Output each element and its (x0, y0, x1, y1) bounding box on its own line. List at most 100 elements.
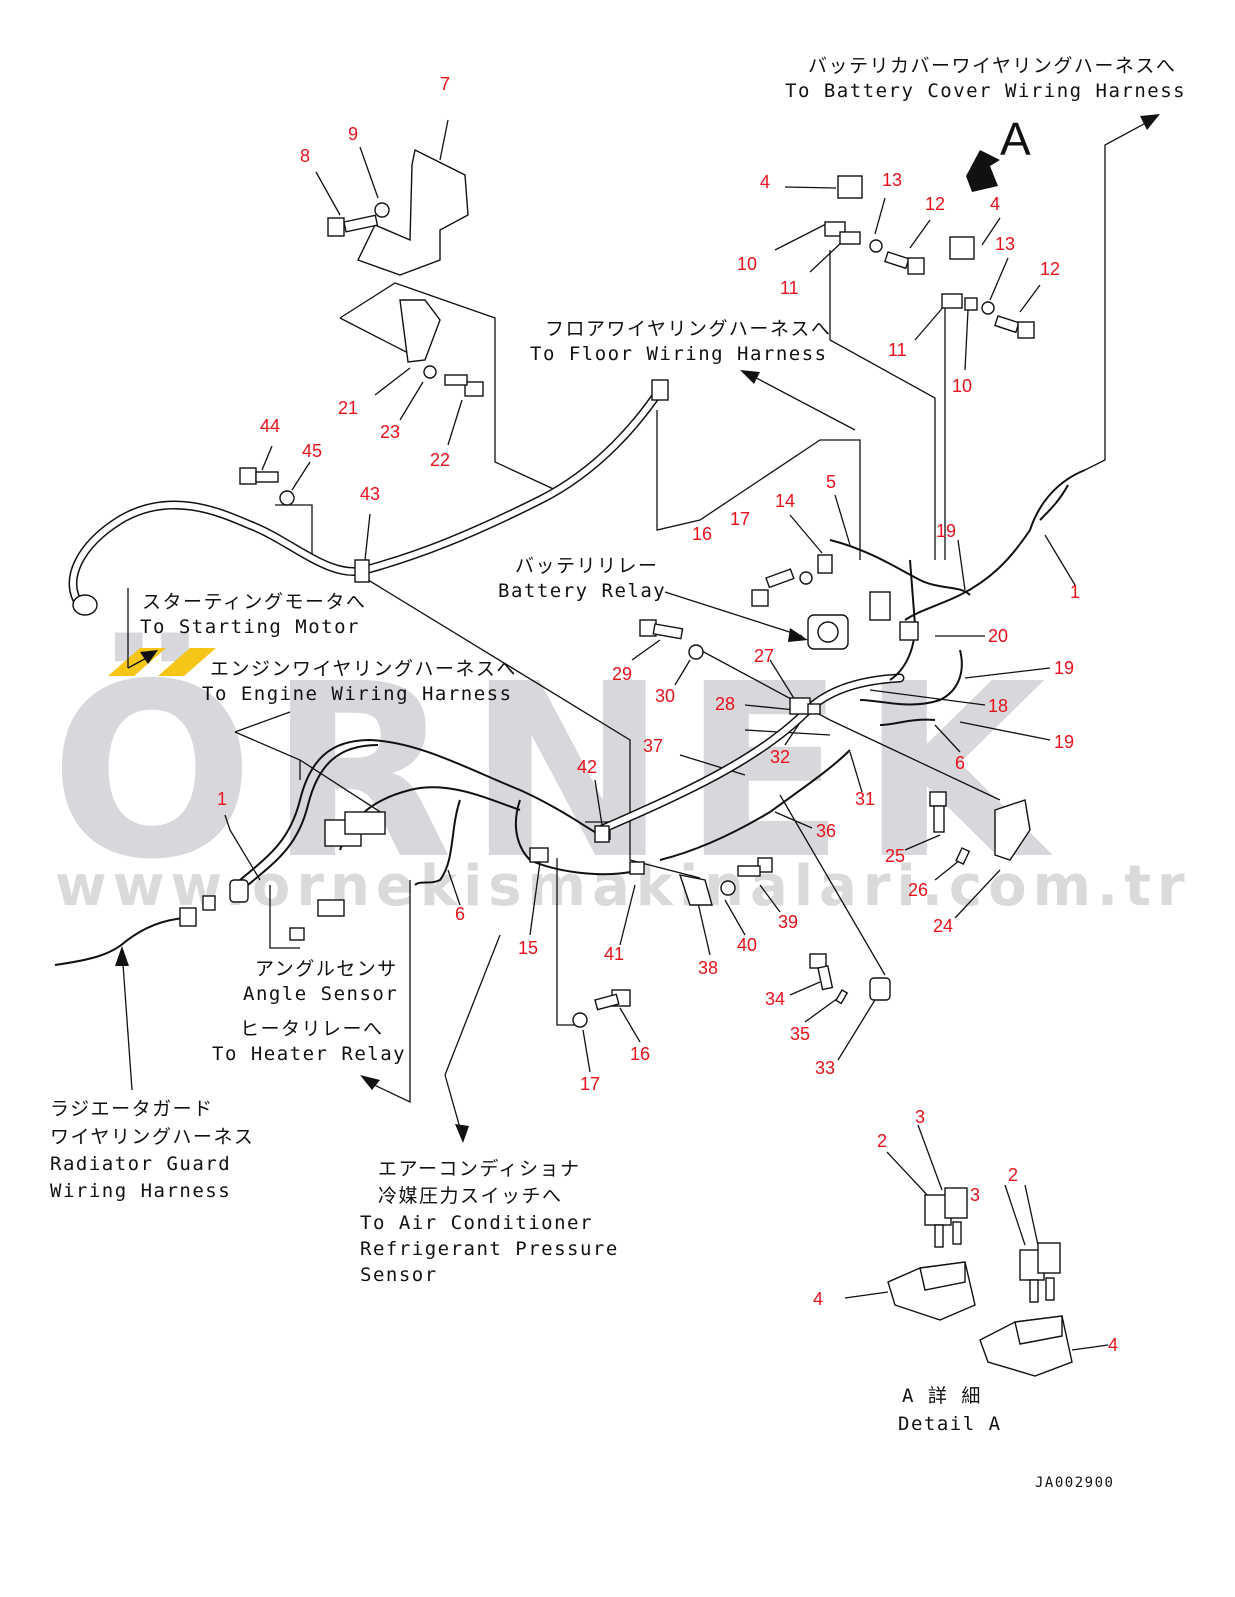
part-label-1-right: 1 (1070, 582, 1080, 602)
part-label-12-top: 12 (925, 194, 945, 214)
part-label-19-low: 19 (1054, 732, 1074, 752)
caption-aircon-en-2: Refrigerant Pressure (360, 1238, 619, 1260)
bolt-12-right-icon (994, 315, 1035, 339)
part-label-25: 25 (885, 846, 905, 866)
part-label-24: 24 (933, 916, 953, 936)
part-label-20: 20 (988, 626, 1008, 646)
caption-detail-en: Detail A (898, 1413, 1002, 1435)
part-label-12-right: 12 (1040, 259, 1060, 279)
part-label-6-right: 6 (955, 753, 965, 773)
part-label-1-left: 1 (217, 789, 227, 809)
clip-14-icon (817, 554, 833, 574)
washer-13-icon (869, 239, 883, 253)
part-label-33: 33 (815, 1058, 835, 1078)
clip-28-icon (789, 697, 811, 715)
view-marker-a: A (1000, 113, 1031, 165)
starting-motor-terminal-icon (72, 594, 98, 616)
part-label-17-low: 17 (580, 1074, 600, 1094)
part-label-41: 41 (604, 944, 624, 964)
part-label-22: 22 (430, 450, 450, 470)
part-label-28: 28 (715, 694, 735, 714)
part-label-31: 31 (855, 789, 875, 809)
parts-shapes (72, 148, 1073, 1377)
drawing-code: JA002900 (1035, 1475, 1114, 1491)
caption-aircon-jp-1: エアーコンディショナ (378, 1158, 581, 1180)
caption-radiator-en-1: Radiator Guard (50, 1153, 231, 1175)
floor-harness-end-icon (651, 379, 669, 401)
caption-aircon-en-1: To Air Conditioner (360, 1212, 593, 1234)
washer-30-icon (688, 644, 704, 660)
nut-11-icon (839, 231, 861, 245)
part-label-3-right: 3 (970, 1185, 980, 1205)
part-label-6-left: 6 (455, 904, 465, 924)
clamp-43-icon (354, 559, 370, 583)
part-label-10-right: 10 (952, 376, 972, 396)
part-label-7: 7 (440, 74, 450, 94)
part-label-42: 42 (577, 757, 597, 777)
bolt-25-icon (929, 791, 947, 833)
detail-a-top-terminal-icon (924, 1187, 968, 1248)
bolt-12-icon (884, 251, 925, 275)
part-label-21: 21 (338, 398, 358, 418)
bracket-38-icon (678, 874, 713, 906)
part-label-15: 15 (518, 938, 538, 958)
bolt-22-icon (444, 374, 484, 397)
part-label-16-low: 16 (630, 1044, 650, 1064)
part-label-9: 9 (348, 124, 358, 144)
part-label-11-top: 11 (780, 278, 799, 298)
bracket-24-icon (994, 799, 1031, 861)
plate-11-right-icon (941, 293, 963, 309)
bolt-29-icon (639, 619, 684, 640)
bolt-16-lower-icon (594, 989, 631, 1011)
bolt-44-icon (239, 467, 279, 485)
part-label-13-top: 13 (882, 170, 902, 190)
part-label-27: 27 (754, 646, 774, 666)
part-label-37: 37 (643, 736, 663, 756)
cover-4-right-icon (949, 236, 975, 260)
part-number-labels: 7 9 8 4 13 12 4 13 12 10 11 11 10 21 23 … (217, 74, 1118, 1355)
clip-15-icon (529, 847, 549, 863)
detail-a-bottom-cover-icon (979, 1315, 1073, 1377)
part-label-8: 8 (300, 146, 310, 166)
caption-battery-relay-jp: バッテリリレー (515, 555, 659, 577)
caption-angle-sensor-en: Angle Sensor (243, 983, 398, 1005)
leader-lines (115, 114, 1160, 1351)
part-label-4-right: 4 (990, 194, 1000, 214)
part-label-11-right: 11 (888, 340, 907, 360)
part-label-17-top: 17 (730, 509, 750, 529)
caption-aircon-jp-2: 冷媒圧力スイッチへ (378, 1185, 563, 1207)
part-label-40: 40 (737, 935, 757, 955)
caption-floor-jp: フロアワイヤリングハーネスへ (545, 318, 831, 340)
detail-a-top-cover-icon (887, 1261, 976, 1321)
part-label-4-top: 4 (760, 172, 770, 192)
angle-sensor-icon (289, 899, 345, 941)
part-label-35: 35 (790, 1024, 810, 1044)
captions: バッテリカバーワイヤリングハーネスへ To Battery Cover Wiri… (50, 55, 1186, 1491)
radiator-connector-icon (179, 879, 249, 927)
washer-40-icon (720, 880, 736, 896)
caption-battery-cover-en: To Battery Cover Wiring Harness (785, 80, 1186, 102)
bolt-8-icon (327, 214, 379, 237)
part-label-45: 45 (302, 441, 322, 461)
washer-13-right-icon (981, 301, 995, 315)
part-label-4-detail-right: 4 (1108, 1335, 1118, 1355)
caption-starting-motor-en: To Starting Motor (140, 616, 360, 638)
part-label-4-detail-left: 4 (813, 1289, 823, 1309)
part-label-39: 39 (778, 912, 798, 932)
caption-aircon-en-3: Sensor (360, 1264, 438, 1286)
clip-41-icon (629, 861, 645, 875)
nut-10-right-icon (964, 297, 978, 311)
cover-4-top-icon (837, 175, 863, 199)
nut-35-icon (835, 989, 849, 1005)
caption-engine-jp: エンジンワイヤリングハーネスへ (210, 658, 517, 680)
part-label-38: 38 (698, 958, 718, 978)
part-label-3-top: 3 (915, 1107, 925, 1127)
part-label-18: 18 (988, 696, 1008, 716)
caption-engine-en: To Engine Wiring Harness (202, 683, 513, 705)
battery-relay-icon (807, 591, 919, 650)
caption-detail-jp: A 詳 細 (902, 1385, 982, 1407)
caption-starting-motor-jp: スターティングモータへ (142, 591, 366, 613)
part-label-29: 29 (612, 664, 632, 684)
detail-a-bottom-terminal-icon (1019, 1242, 1061, 1303)
bolt-39-icon (737, 857, 773, 877)
